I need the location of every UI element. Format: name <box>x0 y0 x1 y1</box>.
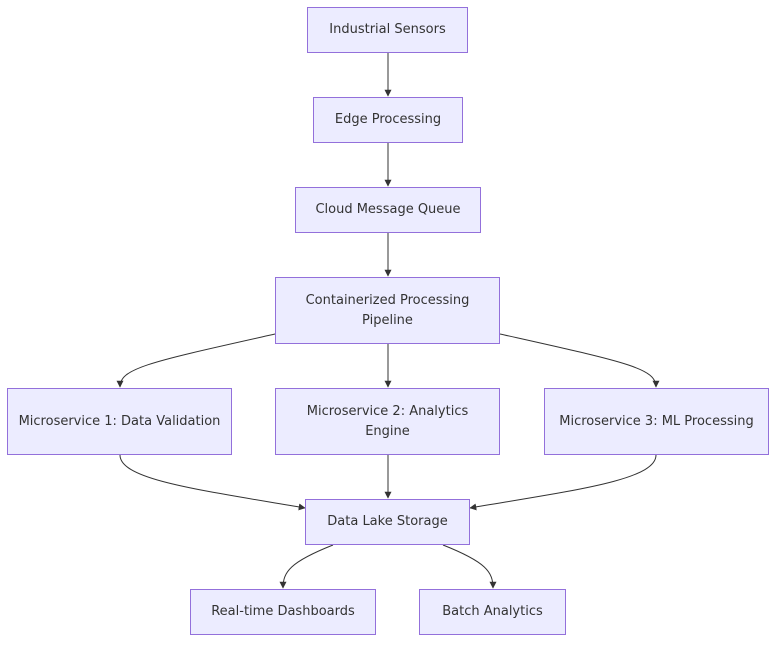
node-label: Microservice 2: Analytics Engine <box>306 403 469 439</box>
node-label: Real-time Dashboards <box>211 604 355 619</box>
edge-pipeline-ms3 <box>499 333 660 388</box>
edge-ms3-lake <box>469 454 657 511</box>
edge-pipeline-ms1 <box>116 333 276 388</box>
node-microservice-2: Microservice 2: Analytics Engine <box>275 388 500 455</box>
edge-ms1-lake <box>119 454 306 511</box>
node-batch-analytics: Batch Analytics <box>419 589 566 635</box>
node-cloud-message-queue: Cloud Message Queue <box>295 187 481 233</box>
node-microservice-3: Microservice 3: ML Processing <box>544 388 769 455</box>
node-label: Containerized Processing Pipeline <box>305 292 470 328</box>
node-containerized-pipeline: Containerized Processing Pipeline <box>275 277 500 344</box>
node-label: Edge Processing <box>334 112 442 127</box>
node-label: Microservice 3: ML Processing <box>559 413 754 429</box>
node-industrial-sensors: Industrial Sensors <box>307 7 468 53</box>
node-data-lake-storage: Data Lake Storage <box>305 499 470 545</box>
node-microservice-1: Microservice 1: Data Validation <box>7 388 232 455</box>
node-realtime-dashboards: Real-time Dashboards <box>190 589 376 635</box>
node-label: Cloud Message Queue <box>315 202 461 217</box>
node-label: Industrial Sensors <box>329 22 446 37</box>
node-edge-processing: Edge Processing <box>313 97 463 143</box>
node-label: Batch Analytics <box>442 604 543 619</box>
edge-lake-batch <box>442 544 497 589</box>
node-label: Data Lake Storage <box>327 514 448 529</box>
node-label: Microservice 1: Data Validation <box>18 413 221 429</box>
edge-lake-dash <box>279 544 334 589</box>
